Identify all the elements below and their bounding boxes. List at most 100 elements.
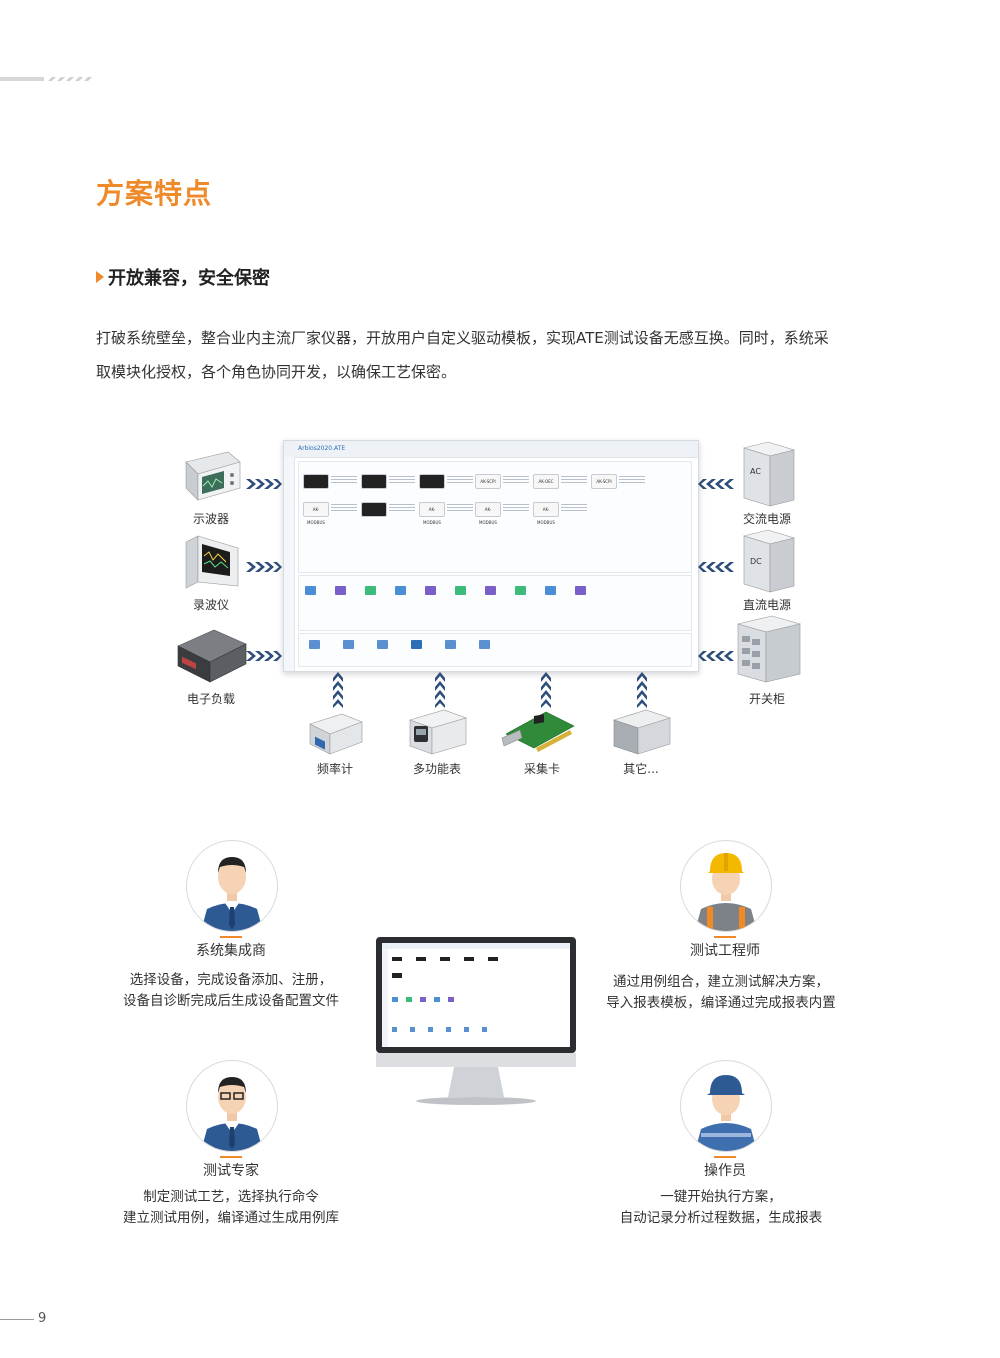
role-desc-line: 选择设备，完成设备添加、注册， [129, 972, 333, 988]
arrow-up-icon [541, 672, 551, 708]
section-heading: 方案特点 [96, 177, 213, 210]
role-desc-line: 自动记录分析过程数据，生成报表 [619, 1210, 823, 1226]
device-chip: AK-MODBUS [475, 502, 501, 525]
arrow-left-icon [698, 651, 734, 661]
module-icon [395, 586, 406, 595]
role-accent-line [714, 1156, 736, 1158]
arrow-left-icon [698, 479, 734, 489]
role-accent-line [220, 936, 242, 938]
monitor-illustration [376, 937, 576, 1105]
device-label-other: 其它... [623, 762, 659, 776]
module-icon [455, 586, 466, 595]
arrow-right-icon [246, 562, 282, 572]
device-chip: AK-MODBUS [533, 502, 559, 525]
arrow-up-icon [435, 672, 445, 708]
app-titlebar: Arbios2020.ATE [284, 441, 698, 458]
app-sidebar [284, 457, 295, 671]
device-chip [303, 474, 329, 489]
intro-paragraph: 打破系统壁垒，整合业内主流厂家仪器，开放用户自定义驱动模板，实现ATE测试设备无… [96, 321, 896, 389]
avatar-operator [680, 1060, 772, 1152]
module-icon [305, 586, 316, 595]
tool-icon [343, 640, 354, 649]
device-label-dc-power: 直流电源 [742, 598, 791, 612]
frequency-counter-icon [309, 713, 363, 755]
oscilloscope-icon [185, 451, 241, 501]
device-label-frequency-counter: 频率计 [316, 762, 353, 776]
header-stripe-decoration [0, 77, 92, 81]
role-desc-line: 通过用例组合，建立测试解决方案， [613, 974, 829, 990]
wave-recorder-icon [185, 535, 239, 589]
arrow-right-icon [246, 651, 282, 661]
device-label-multimeter: 多功能表 [412, 762, 461, 776]
role-description: 制定测试工艺，选择执行命令 建立测试用例，编译通过生成用例库 [100, 1187, 362, 1229]
ac-power-icon: AC [742, 441, 796, 507]
arrow-up-icon [637, 672, 647, 708]
device-label-oscilloscope: 示波器 [192, 512, 229, 526]
module-icon [545, 586, 556, 595]
page-number-rule [0, 1319, 34, 1320]
device-chip [361, 502, 387, 517]
page-number: 9 [38, 1311, 47, 1326]
tool-icon [411, 640, 422, 649]
role-desc-line: 一键开始执行方案， [660, 1189, 782, 1205]
device-chip: AK-MODBUS [419, 502, 445, 525]
acquisition-card-icon [501, 711, 575, 752]
module-icon [515, 586, 526, 595]
paragraph-line: 打破系统壁垒，整合业内主流厂家仪器，开放用户自定义驱动模板，实现ATE测试设备无… [96, 329, 829, 347]
multimeter-icon [409, 709, 467, 755]
device-label-acquisition-card: 采集卡 [523, 762, 560, 776]
dc-power-icon: DC [742, 529, 796, 593]
role-desc-line: 建立测试用例，编译通过生成用例库 [123, 1210, 339, 1226]
module-icon [485, 586, 496, 595]
device-panel: AK-SCPI AK-OEC AK-SCPI AK-MODBUS AK-MODB… [298, 461, 692, 573]
role-desc-line: 导入报表模板，编译通过完成报表内置 [606, 995, 836, 1011]
role-name: 测试专家 [203, 1163, 259, 1179]
device-chip: AK-SCPI [591, 474, 617, 489]
device-label-ac-power: 交流电源 [742, 512, 791, 526]
arrow-right-icon [246, 479, 282, 489]
device-label-switch-cabinet: 开关柜 [748, 692, 785, 706]
role-name: 测试工程师 [690, 943, 760, 959]
electronic-load-icon [177, 629, 247, 683]
role-accent-line [714, 936, 736, 938]
device-chip: AK-SCPI [475, 474, 501, 489]
triangle-bullet-icon [96, 271, 104, 283]
tool-icon [309, 640, 320, 649]
testcase-panel [298, 575, 692, 631]
module-icon [575, 586, 586, 595]
role-description: 选择设备，完成设备添加、注册， 设备自诊断完成后生成设备配置文件 [100, 970, 362, 1012]
device-chip: AK-MODBUS [303, 502, 329, 525]
toolbar-panel [298, 633, 692, 667]
tool-icon [377, 640, 388, 649]
dc-tag: DC [750, 557, 762, 566]
tool-icon [479, 640, 490, 649]
device-label-wave-recorder: 录波仪 [192, 598, 229, 612]
role-description: 一键开始执行方案， 自动记录分析过程数据，生成报表 [590, 1187, 852, 1229]
device-label-electronic-load: 电子负载 [186, 692, 235, 706]
arrow-up-icon [333, 672, 343, 708]
device-chip [419, 474, 445, 489]
arrow-left-icon [698, 562, 734, 572]
avatar-test-expert [186, 1060, 278, 1152]
device-chip: AK-OEC [533, 474, 559, 489]
role-accent-line [220, 1156, 242, 1158]
switch-cabinet-icon [736, 615, 802, 683]
avatar-system-integrator [186, 840, 278, 932]
tool-icon [445, 640, 456, 649]
software-screenshot: Arbios2020.ATE AK-SCPI AK-OEC AK-SCPI AK… [283, 440, 699, 672]
role-desc-line: 设备自诊断完成后生成设备配置文件 [123, 993, 339, 1009]
other-device-icon [613, 709, 671, 755]
role-desc-line: 制定测试工艺，选择执行命令 [143, 1189, 319, 1205]
device-chip [361, 474, 387, 489]
module-icon [365, 586, 376, 595]
subheading: 开放兼容，安全保密 [108, 268, 270, 289]
role-name: 系统集成商 [196, 943, 266, 959]
role-description: 通过用例组合，建立测试解决方案， 导入报表模板，编译通过完成报表内置 [590, 972, 852, 1014]
module-icon [425, 586, 436, 595]
paragraph-line: 取模块化授权，各个角色协同开发，以确保工艺保密。 [96, 363, 457, 381]
role-name: 操作员 [704, 1163, 746, 1179]
subheading-row: 开放兼容，安全保密 [96, 264, 270, 290]
avatar-test-engineer [680, 840, 772, 932]
ac-tag: AC [750, 467, 761, 476]
module-icon [335, 586, 346, 595]
